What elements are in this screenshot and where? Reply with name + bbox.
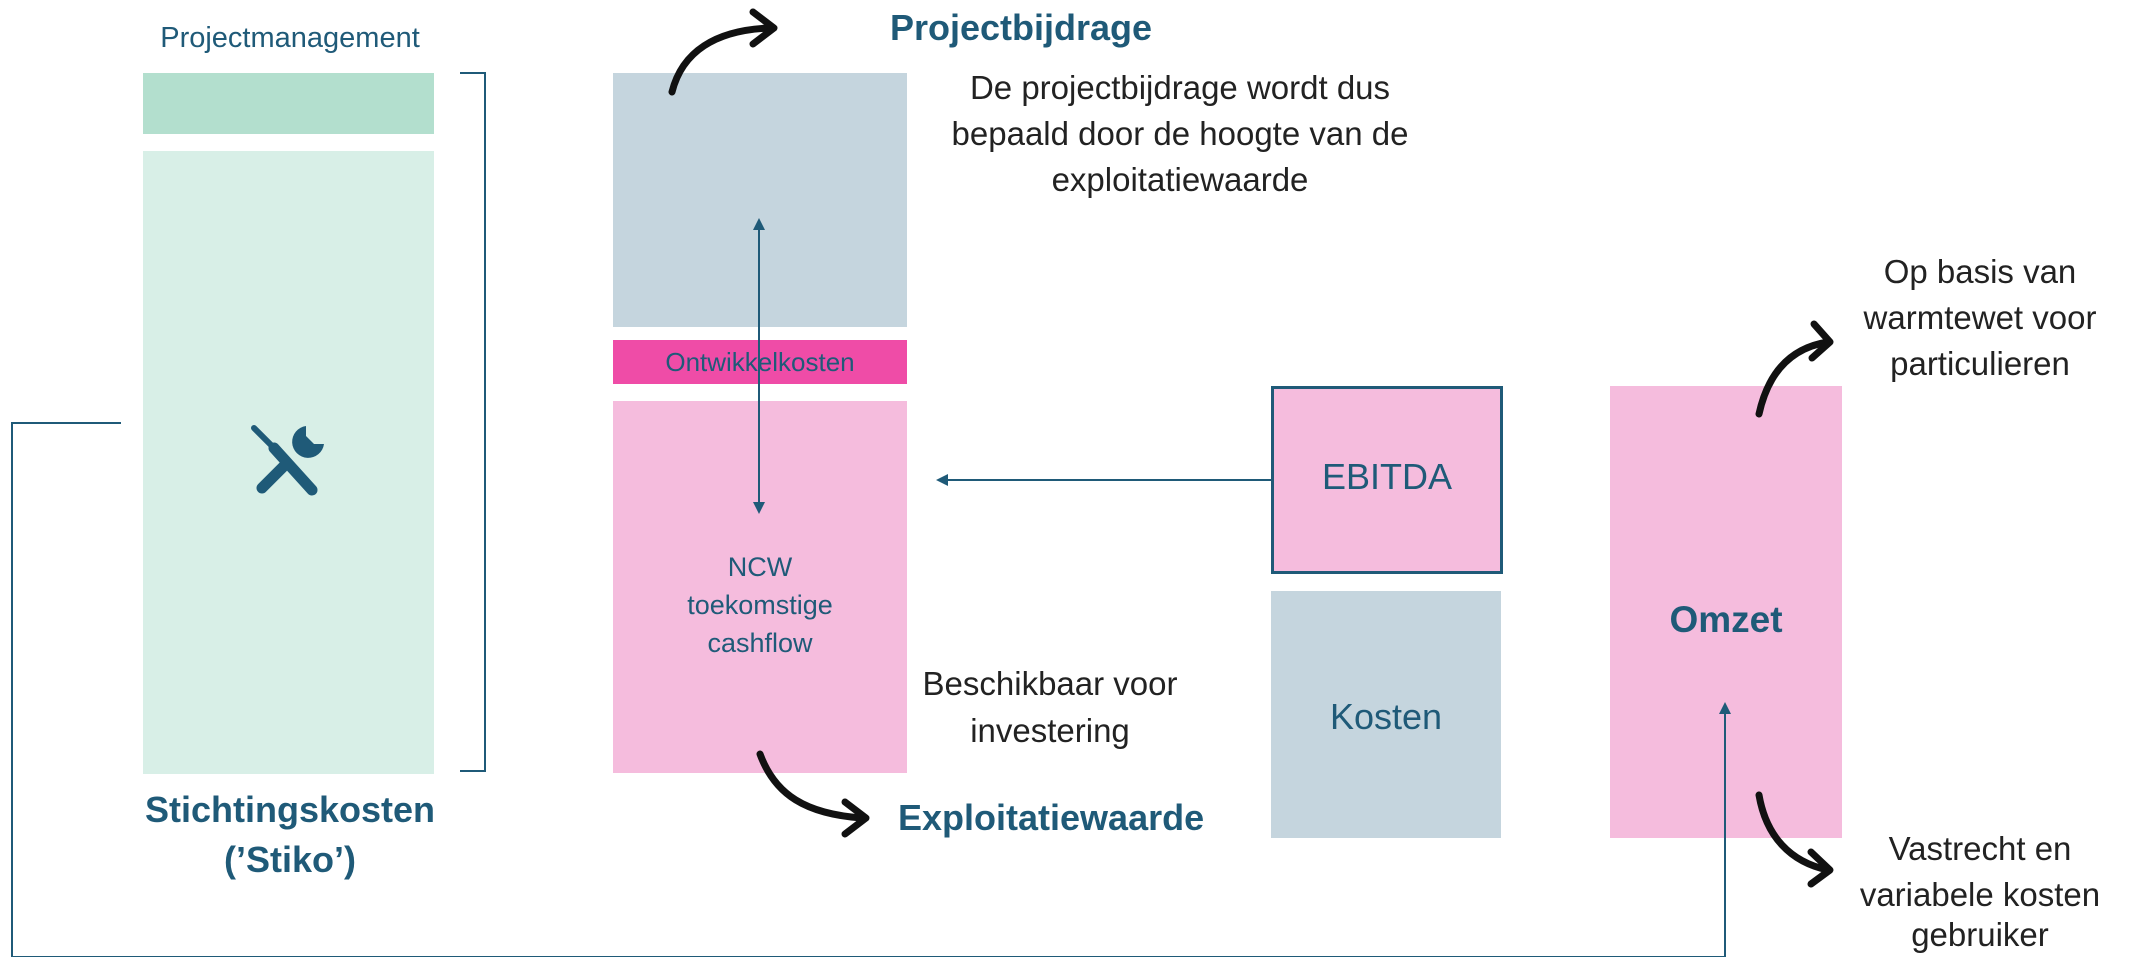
ncw-line-3: cashflow <box>707 628 813 658</box>
warmtewet-note-line-2: warmtewet voor <box>1863 299 2097 336</box>
vastrecht-arrowhead <box>1807 848 1834 888</box>
projectbijdrage-arrowhead <box>749 8 778 48</box>
vastrecht-note-line-2: variabele kosten <box>1859 876 2101 913</box>
warmtewet-note-line-3: particulieren <box>1890 345 2070 382</box>
warmtewet-curved-arrow <box>1755 338 1832 418</box>
projectbijdrage-heading: Projectbijdrage <box>890 7 1153 48</box>
exploitatiewaarde-heading: Exploitatiewaarde <box>898 797 1205 838</box>
projectmanagement-label: Projectmanagement <box>160 22 420 54</box>
feedback-line <box>11 422 1731 957</box>
kosten-label: Kosten <box>1329 696 1443 737</box>
warmtewet-note-line-1: Op basis van <box>1883 253 2077 290</box>
stichtingskosten-title: Stichtingskosten <box>144 789 436 830</box>
kosten-block: Kosten <box>1271 591 1501 838</box>
projectbijdrage-note-line-2: bepaald door de hoogte van de <box>951 115 1409 152</box>
vastrecht-note-line-3: gebruiker <box>1911 916 2049 953</box>
projectbijdrage-curved-arrow <box>668 24 774 96</box>
ncw-line-1: NCW <box>727 552 793 582</box>
beschikbaar-line-1: Beschikbaar voor <box>922 665 1178 702</box>
vastrecht-curved-arrow <box>1755 791 1832 874</box>
projectbijdrage-note-line-3: exploitatiewaarde <box>1051 161 1309 198</box>
tools-icon <box>251 425 324 496</box>
warmtewet-arrowhead <box>1808 320 1834 362</box>
exploitatiewaarde-curved-arrow <box>756 750 866 822</box>
projectmanagement-block <box>143 73 434 134</box>
exploitatiewaarde-arrowhead <box>841 798 870 838</box>
beschikbaar-line-2: investering <box>970 712 1130 749</box>
vastrecht-note-line-1: Vastrecht en <box>1888 830 2072 867</box>
stichtingskosten-block <box>143 151 434 774</box>
ebitda-label: EBITDA <box>1321 456 1453 497</box>
ncw-line-2: toekomstige <box>687 590 833 620</box>
projectbijdrage-note-line-1: De projectbijdrage wordt dus <box>969 69 1391 106</box>
ebitda-block: EBITDA <box>1271 386 1503 574</box>
omzet-label: Omzet <box>1669 599 1783 640</box>
stiko-subtitle: (’Stiko’) <box>224 839 356 880</box>
stichtingskosten-bracket <box>460 72 486 772</box>
